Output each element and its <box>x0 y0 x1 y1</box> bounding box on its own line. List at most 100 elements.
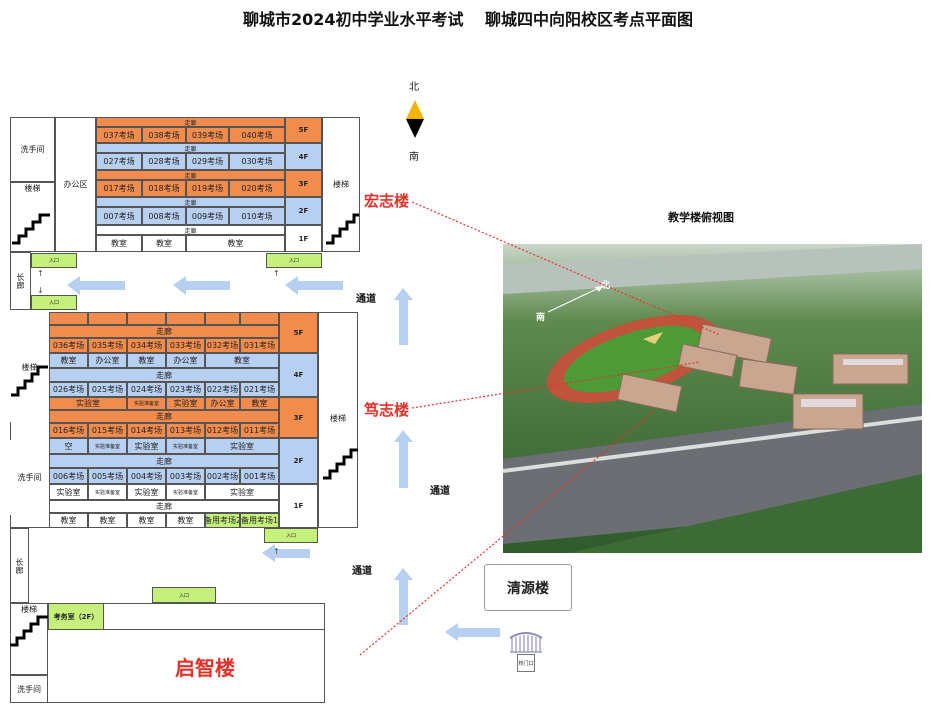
entrance[interactable]: 入口 <box>264 528 318 543</box>
empty-cell <box>166 312 205 325</box>
exam-room: 020考场 <box>229 180 285 197</box>
entrance[interactable]: 入口 <box>31 295 77 310</box>
exam-room: 038考场 <box>142 127 186 143</box>
stairs-area: 楼梯 <box>318 312 358 528</box>
compass-icon <box>406 100 424 138</box>
passage-label: 通道 <box>356 294 376 305</box>
floor-label: 3F <box>279 397 318 438</box>
room: 实验室 <box>205 484 279 500</box>
corridor: 走廊 <box>96 143 285 153</box>
exam-room: 025考场 <box>88 382 127 397</box>
floor-label: 5F <box>285 117 322 143</box>
exam-room: 008考场 <box>142 207 186 225</box>
arrow-left-icon <box>445 623 500 641</box>
empty-cell <box>49 312 88 325</box>
room: 实验室 <box>49 484 88 500</box>
school-gate-icon <box>509 632 543 653</box>
exam-room: 004考场 <box>127 468 166 484</box>
passage-label: 通道 <box>430 486 450 497</box>
exam-room: 039考场 <box>186 127 229 143</box>
exam-room: 027考场 <box>96 153 142 170</box>
room: 空 <box>49 438 88 454</box>
exam-room: 031考场 <box>240 338 279 353</box>
room: 教室 <box>49 513 88 528</box>
stairs-icon <box>323 448 358 480</box>
exam-room: 002考场 <box>205 468 240 484</box>
floor-label: 2F <box>285 197 322 225</box>
exam-room: 003考场 <box>166 468 205 484</box>
room: 办公室 <box>205 397 240 410</box>
svg-text:↑: ↑ <box>273 547 280 556</box>
aerial-photo: 北 南 <box>503 244 922 553</box>
room: 实验室 <box>127 484 166 500</box>
compass-north-label: 北 <box>409 82 419 93</box>
exam-room: 011考场 <box>240 423 279 438</box>
exam-room: 012考场 <box>205 423 240 438</box>
exam-room: 014考场 <box>127 423 166 438</box>
classroom: 教室 <box>142 235 186 252</box>
exam-room: 009考场 <box>186 207 229 225</box>
long-corridor: 长廊 <box>10 528 29 603</box>
room: 教室 <box>127 513 166 528</box>
room: 教室 <box>240 397 279 410</box>
floor-label: 5F <box>279 312 318 353</box>
room: 教室 <box>49 353 88 368</box>
arrow-up-icon <box>394 288 413 345</box>
backup-exam-room: 备用考场1 <box>240 513 279 528</box>
aerial-caption: 教学楼俯视图 <box>668 211 734 224</box>
exam-room: 010考场 <box>229 207 285 225</box>
entrance[interactable]: 入口 <box>266 253 322 268</box>
empty-cell <box>240 312 279 325</box>
washroom: 洗手间 <box>10 675 48 703</box>
corridor: 走廊 <box>96 170 285 180</box>
exam-room: 021考场 <box>240 382 279 397</box>
exam-room: 016考场 <box>49 423 88 438</box>
exam-room: 036考场 <box>49 338 88 353</box>
washroom: 洗手间 <box>10 440 49 515</box>
exam-room: 001考场 <box>240 468 279 484</box>
page-title: 聊城市2024初中学业水平考试 聊城四中向阳校区考点平面图 <box>242 10 694 29</box>
qingyuan-building: 清源楼 <box>484 564 572 611</box>
exam-room: 024考场 <box>127 382 166 397</box>
room: 教室 <box>166 513 205 528</box>
floor-label: 2F <box>279 438 318 484</box>
direction-arrows <box>67 276 500 641</box>
stairs-icons <box>10 213 359 647</box>
exam-room: 019考场 <box>186 180 229 197</box>
exam-room: 013考场 <box>166 423 205 438</box>
exam-room: 040考场 <box>229 127 285 143</box>
empty-cell <box>88 312 127 325</box>
backup-exam-room: 备用考场2 <box>205 513 240 528</box>
exam-room: 037考场 <box>96 127 142 143</box>
arrow-left-icon <box>262 544 310 562</box>
arrow-left-icon <box>173 276 230 295</box>
corridor: 走廊 <box>49 410 279 423</box>
passage-label: 通道 <box>352 566 372 577</box>
arrow-left-icon <box>67 276 125 295</box>
exam-office: 考务室（2F） <box>48 603 104 630</box>
exam-room: 032考场 <box>205 338 240 353</box>
corridor: 走廊 <box>96 197 285 207</box>
room: 教室 <box>88 513 127 528</box>
arrow-up-icon <box>394 430 413 488</box>
svg-text:↑: ↑ <box>273 269 280 278</box>
room: 实验室 <box>166 397 205 410</box>
entrance[interactable]: 入口 <box>152 587 216 603</box>
entrance[interactable]: 入口 <box>31 253 77 268</box>
arrow-left-icon <box>285 276 343 295</box>
room: 实验准备室 <box>88 484 127 500</box>
svg-text:↓: ↓ <box>37 286 44 295</box>
exam-room: 017考场 <box>96 180 142 197</box>
aerial-south-label: 南 <box>536 311 545 323</box>
aerial-north-label: 北 <box>601 279 610 291</box>
floor-label: 4F <box>285 143 322 170</box>
exam-room: 029考场 <box>186 153 229 170</box>
room: 实验室 <box>205 438 279 454</box>
long-corridor: 长廊 <box>10 252 31 310</box>
stairs-icon <box>11 365 48 397</box>
arrow-up-icon <box>394 568 413 625</box>
exam-room: 007考场 <box>96 207 142 225</box>
room: 实验准备室 <box>127 397 166 410</box>
